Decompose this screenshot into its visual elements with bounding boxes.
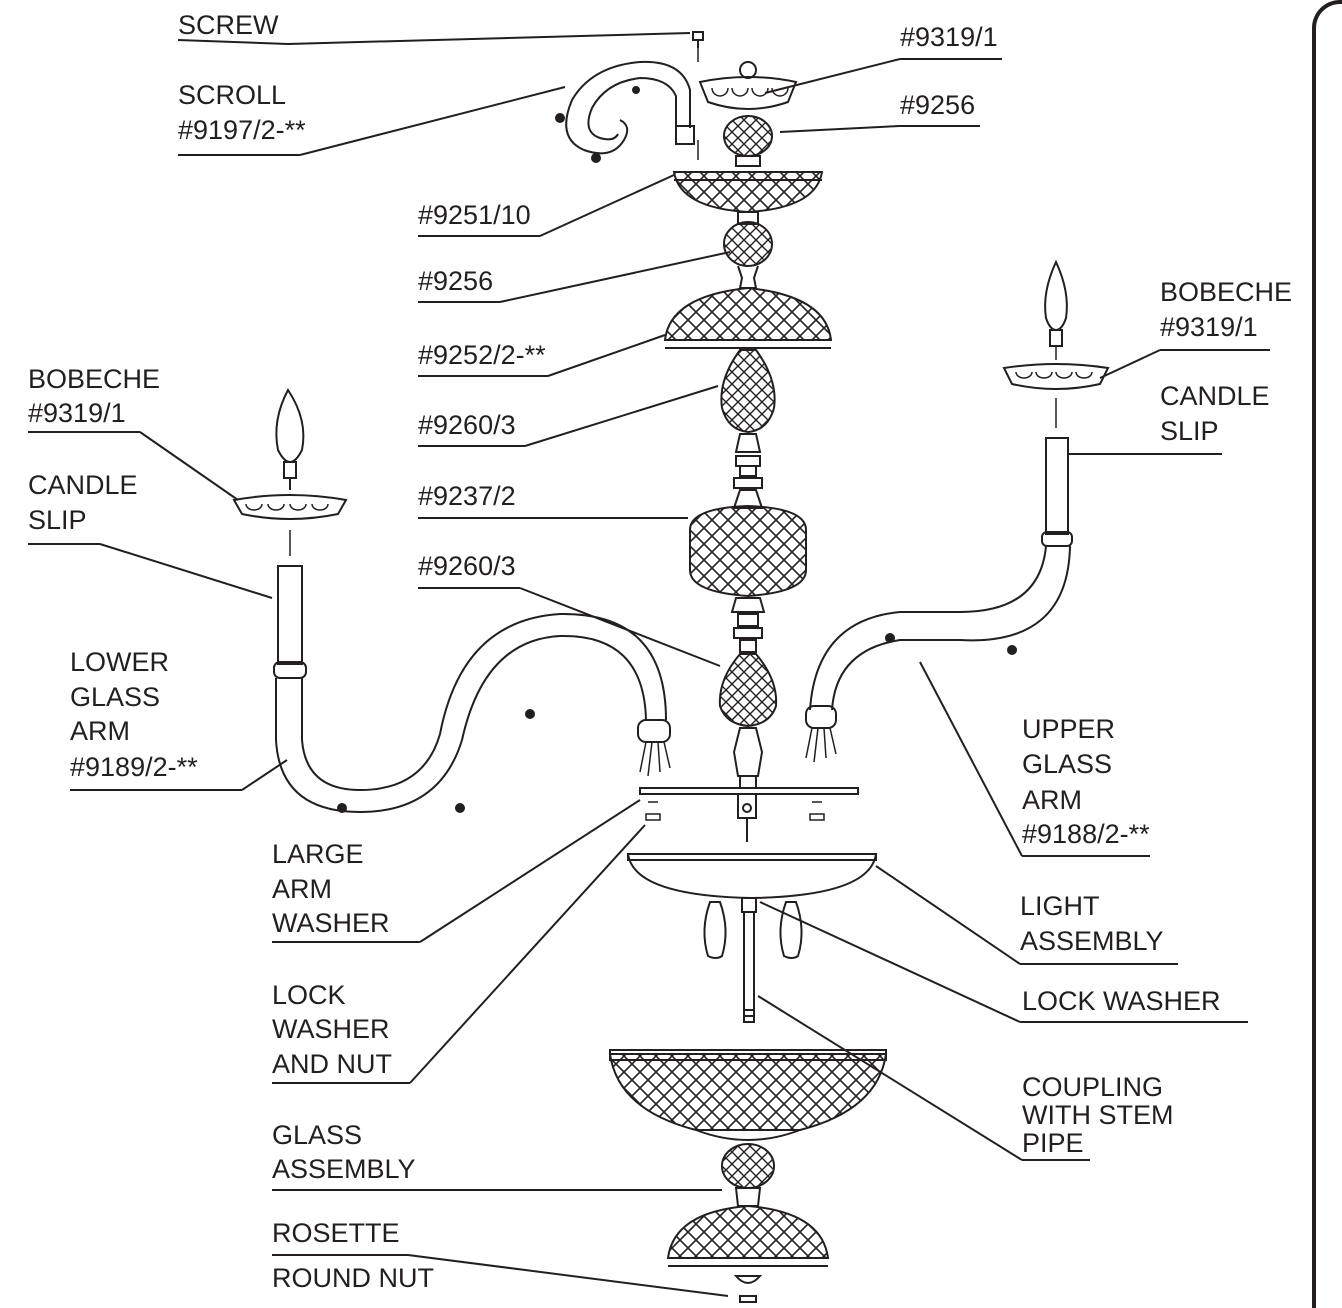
label-bobeche-top: #9319/1 xyxy=(900,22,998,52)
label-9256-top: #9256 xyxy=(900,90,976,120)
label-scroll: SCROLL xyxy=(178,80,287,110)
label-lower-glass: GLASS xyxy=(70,682,161,712)
label-upper: UPPER xyxy=(1022,714,1116,744)
label-upper-arm: ARM xyxy=(1022,785,1082,815)
label-9251-10: #9251/10 xyxy=(418,200,531,230)
label-bobeche-right-part: #9319/1 xyxy=(1160,312,1258,342)
label-lower-arm-part: #9189/2-** xyxy=(70,752,198,782)
center-column xyxy=(665,32,831,788)
lower-glass-arm xyxy=(234,390,670,812)
page-frame xyxy=(1312,0,1342,1308)
label-bobeche-left: BOBECHE xyxy=(28,364,161,394)
label-large-washer: WASHER xyxy=(272,908,390,938)
upper-glass-arm xyxy=(806,262,1108,762)
label-bobeche-right: BOBECHE xyxy=(1160,277,1293,307)
label-large: LARGE xyxy=(272,839,364,869)
label-light: LIGHT xyxy=(1020,891,1100,921)
label-glass-assembly: ASSEMBLY xyxy=(272,1154,416,1184)
label-upper-glass: GLASS xyxy=(1022,749,1113,779)
label-upper-arm-part: #9188/2-** xyxy=(1022,819,1150,849)
label-round-nut: ROUND NUT xyxy=(272,1263,434,1293)
label-lower-arm: ARM xyxy=(70,716,130,746)
label-candle-right: CANDLE xyxy=(1160,381,1270,411)
label-slip-left: SLIP xyxy=(28,505,87,535)
label-9252-2: #9252/2-** xyxy=(418,340,546,370)
label-9260-3-bottom: #9260/3 xyxy=(418,551,516,581)
label-lock-washer-2: WASHER xyxy=(272,1014,390,1044)
glass-assembly xyxy=(610,1050,886,1302)
label-bobeche-left-part: #9319/1 xyxy=(28,398,126,428)
label-slip-right: SLIP xyxy=(1160,416,1219,446)
label-rosette: ROSETTE xyxy=(272,1218,400,1248)
label-pipe: PIPE xyxy=(1022,1128,1084,1158)
label-coupling: COUPLING xyxy=(1022,1072,1164,1102)
label-screw: SCREW xyxy=(178,10,279,40)
label-lower: LOWER xyxy=(70,647,170,677)
label-9260-3-top: #9260/3 xyxy=(418,410,516,440)
label-9256-mid: #9256 xyxy=(418,266,494,296)
label-9237-2: #9237/2 xyxy=(418,481,516,511)
label-scroll-part: #9197/2-** xyxy=(178,115,306,145)
label-lock-washer: LOCK WASHER xyxy=(1022,986,1221,1016)
label-large-arm: ARM xyxy=(272,874,332,904)
label-glass: GLASS xyxy=(272,1120,363,1150)
label-with-stem: WITH STEM xyxy=(1022,1100,1174,1130)
label-lock: LOCK xyxy=(272,980,346,1010)
light-assembly xyxy=(628,854,876,1022)
label-light-assembly: ASSEMBLY xyxy=(1020,926,1164,956)
scroll-arm xyxy=(556,62,694,162)
label-and-nut: AND NUT xyxy=(272,1049,392,1079)
label-candle-left: CANDLE xyxy=(28,470,138,500)
leader-lines xyxy=(28,33,1270,1296)
arm-washer-plate xyxy=(640,788,858,842)
